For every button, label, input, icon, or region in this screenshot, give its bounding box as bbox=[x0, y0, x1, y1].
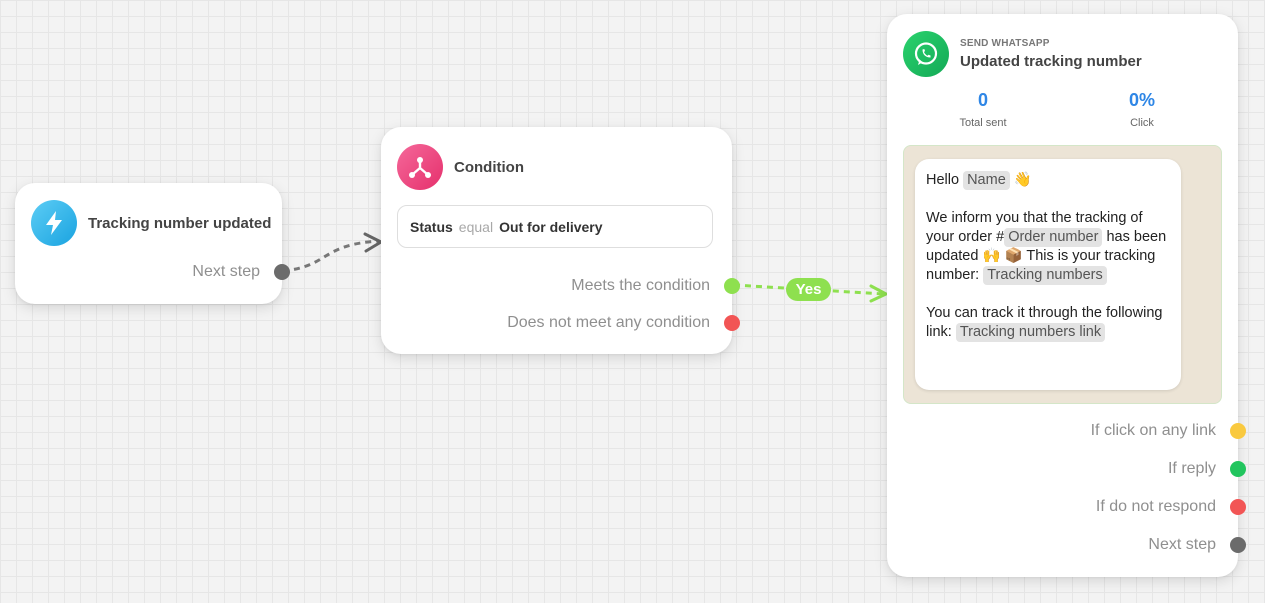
wave-emoji: 👋 bbox=[1013, 172, 1032, 188]
edge-yes-line bbox=[733, 283, 885, 296]
meets-condition-port[interactable] bbox=[724, 278, 740, 294]
trigger-next-step-port[interactable] bbox=[274, 264, 290, 280]
tracking-number-variable: Tracking numbers bbox=[983, 266, 1107, 285]
order-number-variable: Order number bbox=[1004, 228, 1103, 247]
output-label-click-link: If click on any link bbox=[1090, 422, 1216, 439]
condition-rule-box[interactable]: Status equal Out for delivery bbox=[397, 205, 713, 248]
message-text-part2: has been updated bbox=[926, 229, 1167, 264]
message-preview[interactable]: Hello Name 👋 We inform you that the trac… bbox=[903, 145, 1222, 404]
greeting-text: Hello bbox=[926, 172, 960, 188]
output-port-next-step[interactable] bbox=[1230, 537, 1246, 553]
edge-trigger-to-condition bbox=[282, 239, 379, 273]
condition-node[interactable]: Condition Status equal Out for delivery … bbox=[381, 127, 740, 354]
rule-field: Status bbox=[410, 218, 453, 235]
meets-condition-label: Meets the condition bbox=[571, 277, 710, 294]
edge-yes-arrowhead bbox=[869, 284, 888, 303]
click-value: 0% bbox=[1128, 90, 1155, 110]
message-bubble: Hello Name 👋 We inform you that the trac… bbox=[915, 159, 1181, 390]
lightning-icon bbox=[31, 200, 77, 246]
whatsapp-icon bbox=[903, 31, 949, 77]
not-meet-condition-label: Does not meet any condition bbox=[507, 314, 710, 331]
total-sent-label: Total sent bbox=[959, 117, 1007, 129]
tracking-link-variable: Tracking numbers link bbox=[955, 323, 1106, 342]
box-emoji: 📦 bbox=[1004, 248, 1023, 264]
output-label-next-step: Next step bbox=[1148, 536, 1216, 553]
condition-title: Condition bbox=[454, 158, 524, 176]
click-label: Click bbox=[1130, 117, 1154, 129]
name-variable: Name bbox=[963, 171, 1010, 190]
action-type-label: SEND WHATSAPP bbox=[960, 38, 1050, 49]
whatsapp-node[interactable]: SEND WHATSAPP Updated tracking number 0 … bbox=[887, 14, 1246, 577]
rule-value: Out for delivery bbox=[499, 218, 603, 235]
message-text-part4: You can track it through the following l… bbox=[926, 305, 1163, 340]
output-port-no-response[interactable] bbox=[1230, 499, 1246, 515]
trigger-node[interactable]: Tracking number updated Next step bbox=[15, 183, 290, 304]
output-port-reply[interactable] bbox=[1230, 461, 1246, 477]
edge-yes-label[interactable]: Yes bbox=[786, 278, 831, 301]
split-icon bbox=[397, 144, 443, 190]
output-label-no-response: If do not respond bbox=[1095, 498, 1216, 515]
message-text-part1: We inform you that the tracking of your … bbox=[926, 210, 1143, 245]
message-text-part3: This is your tracking number: bbox=[926, 248, 1156, 283]
stat-click: 0% Click bbox=[1102, 90, 1182, 129]
trigger-next-step-label: Next step bbox=[192, 263, 260, 280]
output-port-click-link[interactable] bbox=[1230, 423, 1246, 439]
whatsapp-title: Updated tracking number bbox=[960, 53, 1142, 70]
output-label-reply: If reply bbox=[1167, 460, 1216, 477]
trigger-title: Tracking number updated bbox=[88, 214, 272, 232]
rule-operator: equal bbox=[458, 218, 494, 235]
stat-total-sent: 0 Total sent bbox=[943, 90, 1023, 129]
not-meet-condition-port[interactable] bbox=[724, 315, 740, 331]
total-sent-value: 0 bbox=[977, 90, 988, 110]
party-emoji: 🙌 bbox=[982, 248, 1001, 264]
